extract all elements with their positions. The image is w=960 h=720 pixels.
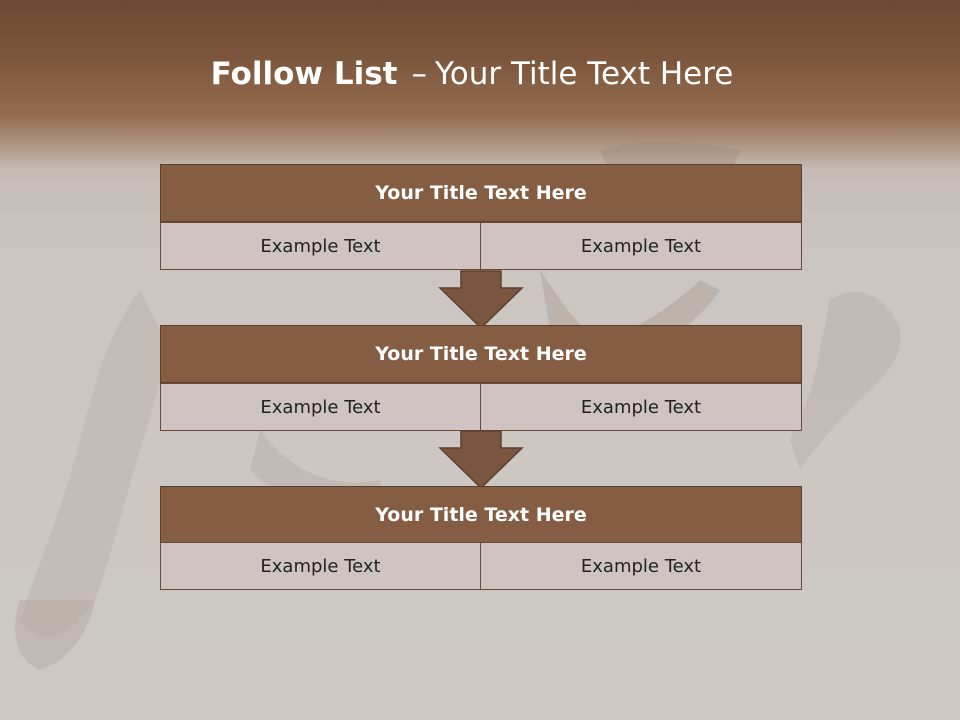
slide-title-rest: Your Title Text Here: [434, 56, 734, 92]
block-title-3: Your Title Text Here: [160, 486, 802, 544]
slide-title-bold: Follow List: [210, 56, 398, 92]
down-arrow-icon: [438, 270, 524, 330]
block-title-2: Your Title Text Here: [160, 325, 802, 383]
block-1-left-cell: Example Text: [160, 222, 481, 270]
down-arrow-icon: [438, 430, 524, 490]
block-2-right-cell: Example Text: [480, 383, 802, 431]
block-3-right-cell: Example Text: [480, 542, 802, 590]
block-title-1: Your Title Text Here: [160, 164, 802, 222]
slide-title: Follow List–Your Title Text Here: [0, 56, 944, 92]
slide-title-dash: –: [411, 56, 427, 92]
block-1-right-cell: Example Text: [480, 222, 802, 270]
block-3-left-cell: Example Text: [160, 542, 481, 590]
block-2-left-cell: Example Text: [160, 383, 481, 431]
